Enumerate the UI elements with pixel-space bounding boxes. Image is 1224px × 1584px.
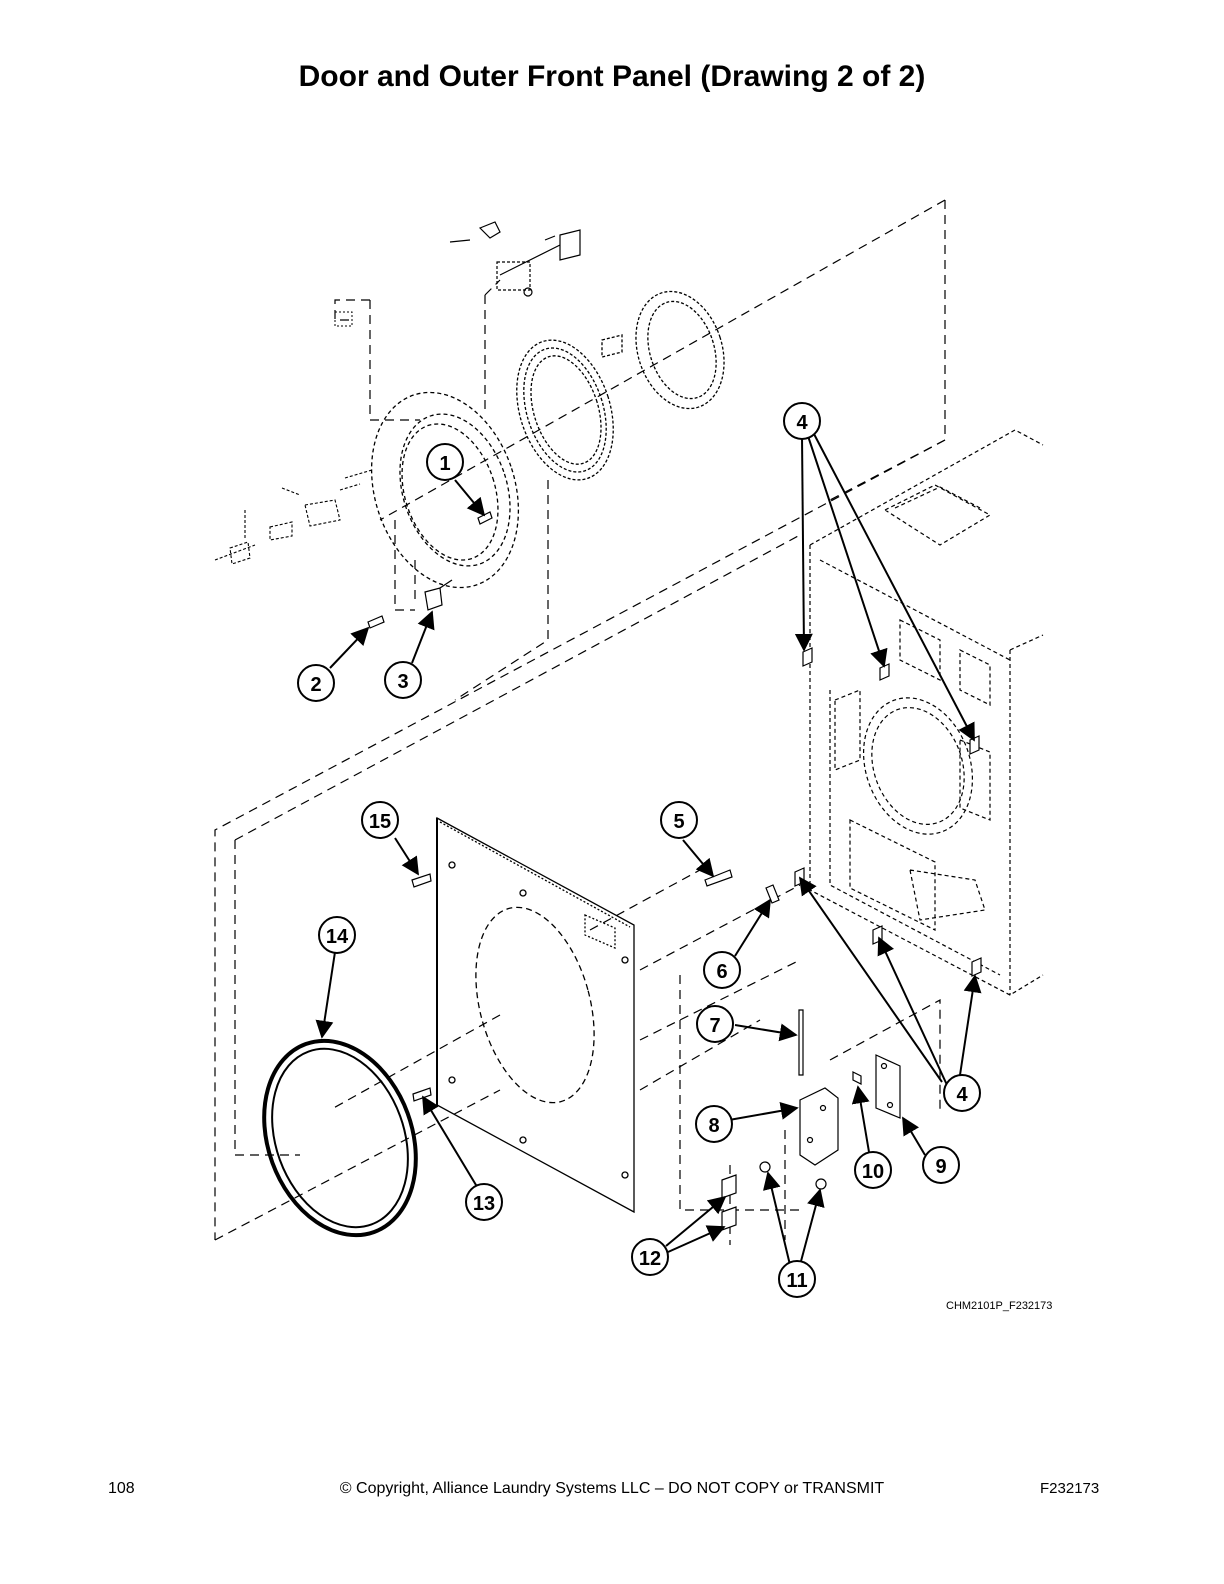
callout-5: 5 (660, 801, 698, 839)
copyright-notice: © Copyright, Alliance Laundry Systems LL… (339, 1480, 885, 1497)
callout-12: 12 (631, 1238, 669, 1276)
outer-front-panel (436, 816, 635, 1214)
callout-4-bottom: 4 (943, 1074, 981, 1112)
callout-1: 1 (426, 443, 464, 481)
svg-text:14: 14 (326, 926, 349, 948)
callout-8: 8 (695, 1105, 733, 1143)
callout-7: 7 (696, 1005, 734, 1043)
latch-parts (721, 884, 901, 1231)
dashed-leader-lines (214, 199, 946, 1245)
document-code: F232173 (1040, 1480, 1100, 1497)
callout-6: 6 (703, 951, 741, 989)
callout-3: 3 (384, 661, 422, 699)
svg-text:10: 10 (862, 1161, 884, 1183)
svg-text:1: 1 (439, 453, 450, 475)
svg-text:5: 5 (673, 811, 684, 833)
machine-cabinet (809, 429, 1044, 996)
callout-10: 10 (854, 1151, 892, 1189)
svg-text:8: 8 (708, 1115, 719, 1137)
svg-text:6: 6 (716, 961, 727, 983)
drawing-id: CHM2101P_F232173 (946, 1300, 1053, 1312)
svg-text:9: 9 (935, 1156, 946, 1178)
svg-text:2: 2 (310, 674, 321, 696)
latch-assembly (214, 469, 373, 565)
callout-4-top: 4 (783, 402, 821, 440)
callout-arrows (315, 433, 982, 1266)
svg-text:12: 12 (639, 1248, 661, 1270)
small-bracket (334, 311, 353, 327)
svg-text:4: 4 (956, 1084, 968, 1106)
door-seal-ring (262, 1038, 418, 1238)
page-title: Door and Outer Front Panel (Drawing 2 of… (298, 60, 926, 93)
svg-text:7: 7 (709, 1015, 720, 1037)
hinge-hardware (449, 221, 581, 297)
callout-13: 13 (465, 1183, 503, 1221)
door-cover-bracket (424, 579, 453, 611)
svg-text:13: 13 (473, 1193, 495, 1215)
screws (367, 511, 733, 1102)
door-gasket (516, 339, 614, 481)
svg-text:3: 3 (397, 671, 408, 693)
callout-14: 14 (318, 916, 356, 954)
page-number: 108 (108, 1480, 135, 1497)
door-glass (601, 290, 725, 410)
svg-text:4: 4 (796, 412, 808, 434)
callout-2: 2 (297, 664, 335, 702)
svg-text:11: 11 (786, 1270, 807, 1292)
callout-9: 9 (922, 1146, 960, 1184)
callout-15: 15 (361, 801, 399, 839)
callout-labels: 1 2 3 4 4 5 6 7 8 9 10 11 12 13 14 15 (297, 402, 981, 1298)
callout-11: 11 (778, 1260, 816, 1298)
svg-text:15: 15 (369, 811, 391, 833)
door-outer-ring (370, 391, 520, 589)
